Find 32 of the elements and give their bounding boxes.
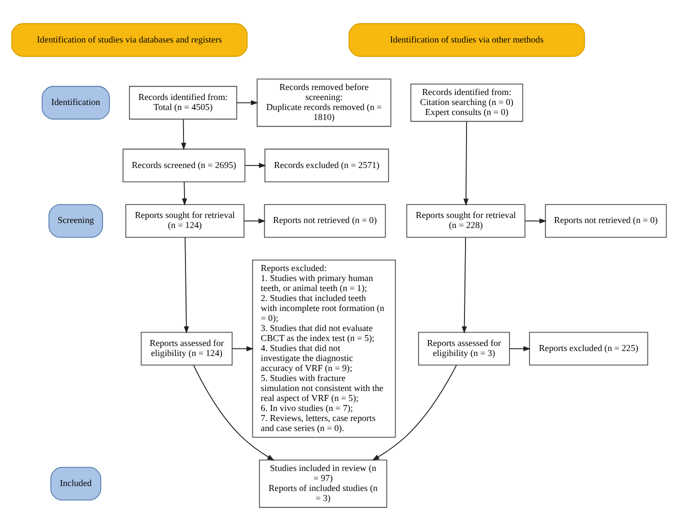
arrow: [181, 118, 186, 150]
arrow: [182, 180, 188, 206]
node-box: Reports excluded: 1. Studies with primary human teeth, or animal teeth (n = 1); 2. Studies that included teeth with incomplete root formation (n = 0); 3. Studies that did not evaluate CBCT as the index test (n = 5); 4. Studies that did not investigate the diagnostic accuracy of VRF (n = 9); 5. Studies with fracture simulation not consistent with the real aspect of VRF (n = 5); 6. In vivo studies (n = 7); 7. Reviews, letters, case reports and case series (n = 0).: [252, 259, 396, 438]
node-box: Reports sought for retrieval (n = 124): [125, 204, 244, 238]
node-box: Identification: [42, 85, 110, 120]
arrow: [184, 236, 189, 334]
arrow: [372, 364, 457, 460]
node-box: Reports assessed for eligibility (n = 124): [140, 331, 233, 366]
node-box: Reports not retrieved (n = 0): [544, 204, 667, 238]
node-box: Studies included in review (n = 97) Reports of included studies (n = 3): [258, 459, 388, 508]
arrow: [463, 120, 469, 206]
node-box: Records identified from: Total (n = 4505): [128, 85, 238, 120]
arrow: [524, 218, 547, 223]
node-box: Identification of studies via other methods: [348, 22, 585, 56]
node-box: Records identified from: Citation searching (n = 0) Expert consults (n = 0): [410, 83, 524, 122]
node-box: Screening: [48, 204, 104, 238]
node-box: Records removed before screening: Duplicate records removed (n = 1810): [256, 78, 392, 126]
node-box: Reports sought for retrieval (n = 228): [406, 204, 526, 238]
node-box: Records excluded (n = 2571): [264, 148, 389, 182]
node-box: Reports not retrieved (n = 0): [264, 204, 386, 238]
arrow: [236, 100, 258, 105]
arrow: [232, 346, 254, 351]
arrow: [244, 218, 266, 223]
node-box: Identification of studies via databases and registers: [11, 22, 248, 56]
node-box: Reports excluded (n = 225): [529, 331, 648, 366]
arrow: [509, 346, 531, 351]
node-box: Reports assessed for eligibility (n = 3): [418, 331, 510, 366]
node-box: Records screened (n = 2695): [122, 148, 246, 182]
arrow: [244, 162, 266, 168]
arrow: [193, 364, 275, 460]
arrow: [462, 236, 467, 334]
node-box: Included: [50, 466, 102, 500]
